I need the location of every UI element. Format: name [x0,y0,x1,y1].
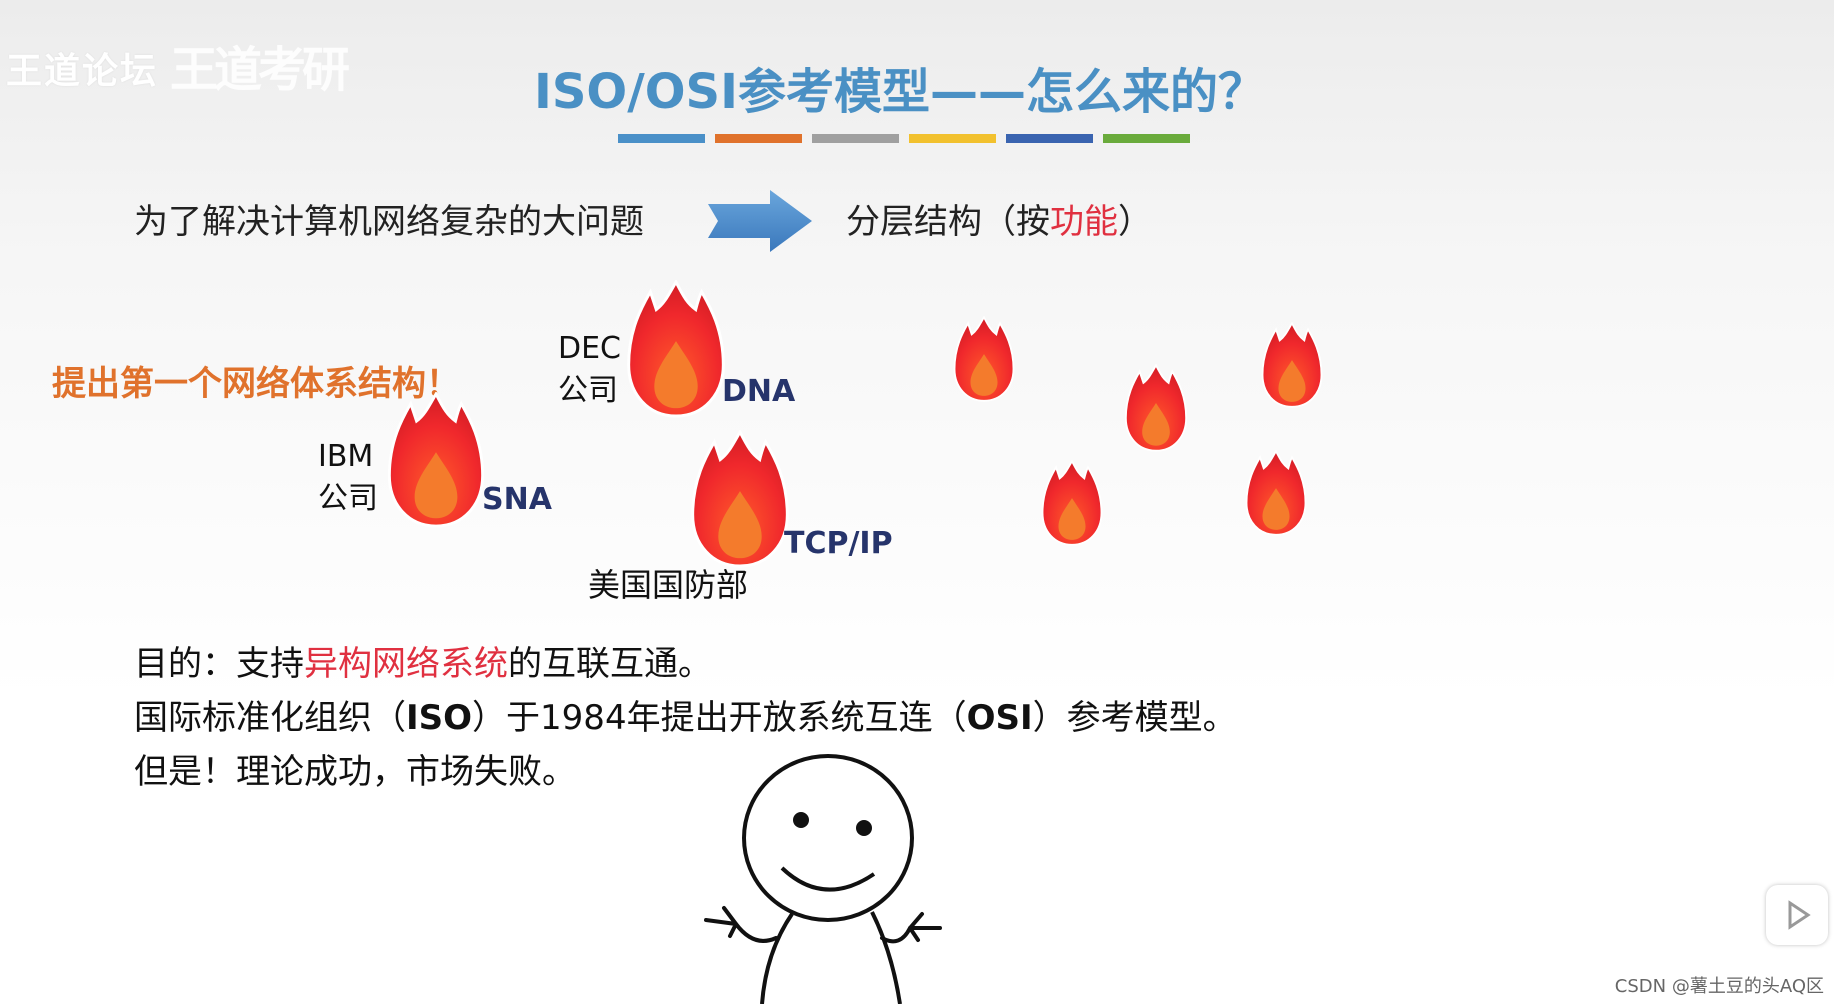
dod-label: 美国国防部 [588,566,749,604]
org-name: IBM [318,439,374,474]
sna-tag: SNA [482,482,552,517]
right-arrow-icon [708,190,812,256]
org-name: DEC [558,331,622,366]
solution-prefix: 分层结构（按 [846,202,1050,242]
iso-b: ISO [406,698,473,738]
fire-icon [1124,364,1188,452]
iso-d: OSI [966,698,1033,738]
purpose-prefix: 目的：支持 [134,644,304,684]
solution-highlight: 功能 [1050,202,1118,242]
purpose-line: 目的：支持异构网络系统的互联互通。 [134,636,712,685]
watermark-forum: 王道论坛 [6,51,159,92]
fire-icon [626,280,726,418]
first-architecture-note: 提出第一个网络体系结构！ [52,364,460,404]
problem-text: 为了解决计算机网络复杂的大问题 [134,202,644,242]
title-underline-bars [618,134,1190,143]
slide-title: ISO/OSI参考模型——怎么来的？ [533,64,1266,120]
color-bar [812,134,899,143]
shrugging-stickman [704,754,942,1004]
color-bar [618,134,705,143]
org-suffix: 公司 [558,373,618,408]
watermark-logo: 王道考研 [170,42,350,98]
tcpip-tag: TCP/IP [784,526,893,561]
fire-icon [690,430,790,568]
credit-text: CSDN @薯土豆的头AQ区 [1614,976,1824,997]
color-bar [715,134,802,143]
fire-icon [1244,450,1308,536]
fire-icon [1040,460,1104,546]
iso-line: 国际标准化组织（ISO）于1984年提出开放系统互连（OSI）参考模型。 [134,690,1237,739]
play-button[interactable] [1766,885,1828,945]
dec-label: DEC 公司 [558,328,621,412]
purpose-suffix: 的互联互通。 [508,644,712,684]
ibm-label: IBM 公司 [318,436,378,520]
color-bar [909,134,996,143]
dna-tag: DNA [722,374,796,409]
conclusion-line: 但是！理论成功，市场失败。 [134,752,576,792]
color-bar [1103,134,1190,143]
purpose-highlight: 异构网络系统 [304,644,508,684]
fire-icon [386,392,486,528]
iso-e: ）参考模型。 [1032,698,1237,738]
solution-text: 分层结构（按功能） [846,194,1152,243]
iso-a: 国际标准化组织（ [134,698,406,738]
fire-icon [1260,322,1324,408]
color-bar [1006,134,1093,143]
solution-suffix: ） [1118,202,1152,242]
play-icon [1788,900,1811,930]
org-suffix: 公司 [318,481,378,516]
iso-c: ）于1984年提出开放系统互连（ [472,698,967,738]
fire-icon [952,316,1016,402]
